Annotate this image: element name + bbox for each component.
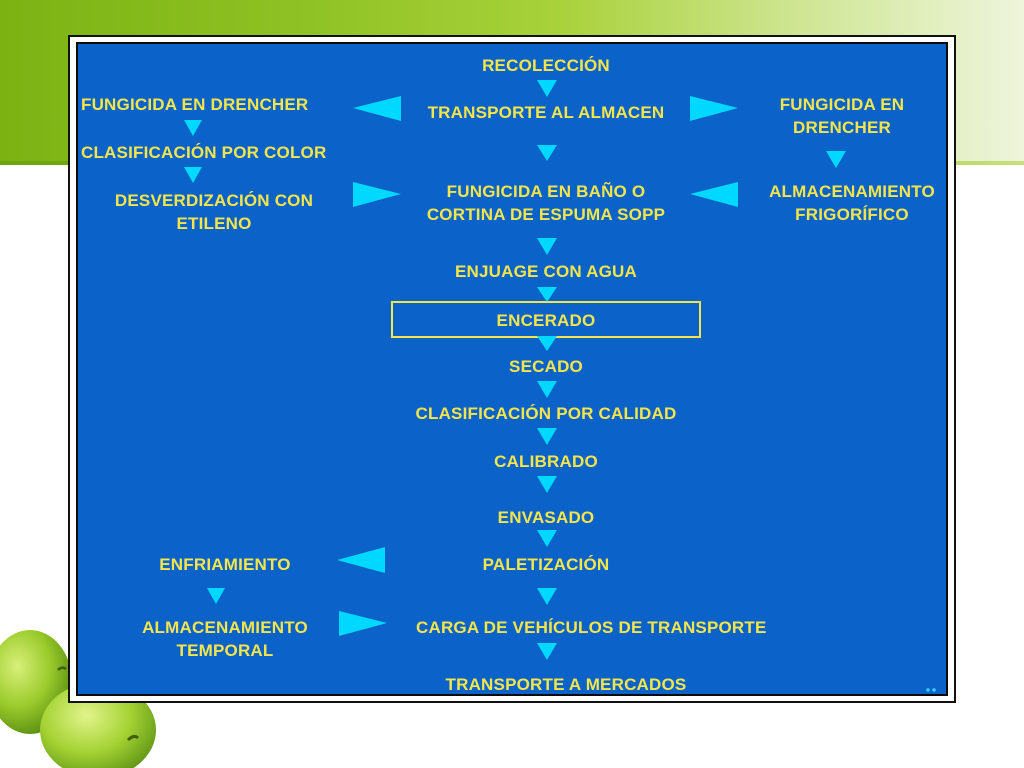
step-encerado: ENCERADO (496, 311, 596, 330)
step-transporte-almacen: TRANSPORTE AL ALMACEN (427, 103, 665, 122)
arrow-down-icon (537, 428, 557, 445)
arrow-down-icon (184, 167, 202, 183)
arrow-down-icon (537, 381, 557, 398)
left-almacenamiento-temporal: ALMACENAMIENTO TEMPORAL (115, 616, 335, 662)
step-recoleccion: RECOLECCIÓN (482, 56, 610, 75)
right-almac-frig-line2: FRIGORÍFICO (795, 205, 909, 224)
left-desverdizacion-line1: DESVERDIZACIÓN CON (114, 191, 314, 210)
arrow-right-icon (353, 182, 401, 207)
right-fungicida-line2: DRENCHER (793, 118, 891, 137)
step-secado: SECADO (509, 357, 583, 376)
arrow-down-icon (537, 336, 557, 351)
arrow-down-icon (537, 530, 557, 547)
step-fungicida-bano-line2: CORTINA DE ESPUMA SOPP (426, 205, 666, 224)
right-fungicida-line1: FUNGICIDA EN (779, 95, 905, 114)
arrow-down-icon (537, 238, 557, 255)
step-envasado: ENVASADO (497, 508, 595, 527)
arrow-right-icon (690, 96, 738, 121)
arrow-left-icon (337, 547, 385, 573)
right-almac-frig-line1: ALMACENAMIENTO (769, 182, 935, 201)
arrow-down-icon (184, 120, 202, 136)
flowchart-panel (76, 42, 948, 696)
arrow-down-icon (537, 643, 557, 660)
arrow-left-icon (353, 96, 401, 121)
left-fungicida-drencher: FUNGICIDA EN DRENCHER (81, 95, 309, 114)
arrow-left-icon (690, 182, 738, 207)
left-almac-temporal-line2: TEMPORAL (176, 641, 274, 660)
step-paletizacion: PALETIZACIÓN (482, 555, 610, 574)
step-transporte-mercados: TRANSPORTE A MERCADOS (445, 675, 687, 694)
step-carga-vehiculos: CARGA DE VEHÍCULOS DE TRANSPORTE (416, 618, 767, 637)
left-desverdizacion-line2: ETILENO (176, 214, 252, 233)
step-clasificacion-calidad: CLASIFICACIÓN POR CALIDAD (415, 404, 677, 423)
step-fungicida-bano-line1: FUNGICIDA EN BAÑO O (446, 182, 646, 201)
step-fungicida-bano: FUNGICIDA EN BAÑO O CORTINA DE ESPUMA SO… (396, 180, 696, 226)
arrow-down-icon (537, 588, 557, 605)
left-desverdizacion: DESVERDIZACIÓN CON ETILENO (81, 189, 347, 235)
corner-dots (926, 688, 936, 692)
arrow-right-icon (339, 611, 387, 636)
step-calibrado: CALIBRADO (494, 452, 598, 471)
right-fungicida-drencher: FUNGICIDA EN DRENCHER (752, 93, 932, 139)
left-enfriamiento: ENFRIAMIENTO (159, 555, 291, 574)
left-clasificacion-color: CLASIFICACIÓN POR COLOR (81, 143, 327, 162)
arrow-down-icon (537, 80, 557, 97)
green-apples-icon (0, 630, 156, 768)
arrow-down-icon (537, 287, 557, 302)
arrow-down-icon (537, 476, 557, 493)
step-enjuague: ENJUAGE CON AGUA (454, 262, 638, 281)
arrow-down-icon (826, 151, 846, 168)
right-almacenamiento-frigorifico: ALMACENAMIENTO FRIGORÍFICO (752, 180, 952, 226)
left-almac-temporal-line1: ALMACENAMIENTO (142, 618, 308, 637)
arrow-down-icon (537, 145, 557, 161)
arrow-down-icon (207, 588, 225, 604)
